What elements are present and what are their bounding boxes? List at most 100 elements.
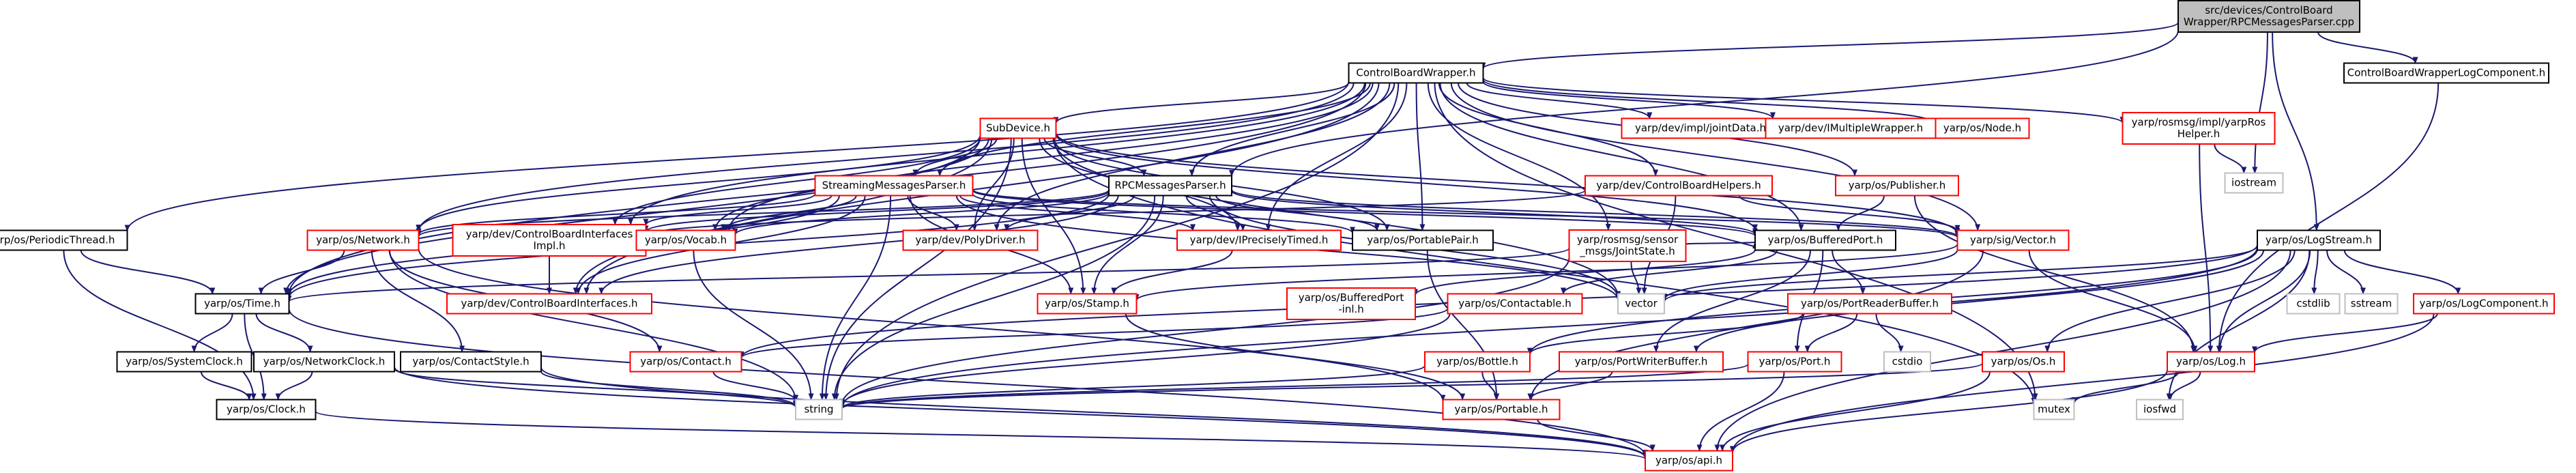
node-box: [1956, 229, 2070, 251]
node-box: [2286, 293, 2341, 315]
edge-network-to-contactstyle: [371, 250, 465, 353]
edge-subdevice-to-sigvector: [1055, 132, 1960, 235]
node-contactable[interactable]: yarp/os/Contactable.h: [1447, 293, 1583, 315]
edge-network-to-portable: [418, 248, 1446, 402]
node-label: yarp/os/api.h: [1655, 455, 1722, 467]
node-label: ControlBoardWrapper.h: [1356, 67, 1475, 79]
edge-root-to-iostream: [2252, 31, 2268, 174]
node-label: sstream: [2351, 298, 2392, 310]
node-logcomponent[interactable]: yarp/os/LogComponent.h: [2413, 293, 2555, 315]
node-label: _msgs/JointState.h: [1579, 245, 1675, 258]
edge-log-to-api: [1730, 369, 2168, 453]
node-portreader[interactable]: yarp/os/PortReaderBuffer.h: [1787, 293, 1952, 315]
node-clock[interactable]: yarp/os/Clock.h: [216, 399, 317, 420]
node-label: yarp/dev/ControlBoardInterfaces: [466, 228, 633, 240]
node-time[interactable]: yarp/os/Time.h: [194, 293, 290, 315]
node-cbi[interactable]: yarp/dev/ControlBoardInterfaces.h: [446, 293, 652, 315]
edge-streamingparser-to-bufferedport: [972, 189, 1758, 237]
edge-rpcparser-to-string: [831, 195, 1156, 401]
node-cbhelpers[interactable]: yarp/dev/ControlBoardHelpers.h: [1584, 175, 1773, 197]
edge-cbw-to-sigvector: [1450, 83, 1981, 231]
node-box: [1787, 293, 1952, 315]
node-box: [2224, 172, 2284, 194]
node-box: [1559, 351, 1724, 373]
node-box: [1108, 175, 1232, 197]
node-box: [1584, 175, 1773, 197]
edge-streamingparser-to-string: [819, 195, 892, 401]
node-label: RPCMessagesParser.h: [1114, 180, 1226, 192]
edge-logstream-to-portwriter: [1693, 250, 2265, 353]
node-box: [1037, 293, 1138, 315]
node-label: -inl.h: [1338, 303, 1364, 315]
node-periodicthread[interactable]: yarp/os/PeriodicThread.h: [0, 229, 128, 251]
node-api[interactable]: yarp/os/api.h: [1645, 450, 1733, 472]
edge-rpcparser-to-bufferedport: [1231, 190, 1758, 235]
node-os[interactable]: yarp/os/Os.h: [1982, 351, 2065, 373]
edge-logstream-to-iosfwd: [2166, 250, 2311, 401]
node-systemclock[interactable]: yarp/os/SystemClock.h: [116, 351, 252, 373]
edge-systemclock-to-clock: [200, 371, 252, 401]
node-label: SubDevice.h: [986, 122, 1050, 134]
node-box: [446, 293, 652, 315]
node-label: yarp/os/Network.h: [316, 234, 410, 246]
node-label: yarp/dev/IMultipleWrapper.h: [1778, 122, 1923, 134]
node-cbwlog[interactable]: ControlBoardWrapperLogComponent.h: [2343, 62, 2549, 84]
node-bufferedport[interactable]: yarp/os/BufferedPort.h: [1754, 229, 1896, 251]
edge-contactstyle-to-string: [540, 371, 798, 407]
node-vocab[interactable]: yarp/os/Vocab.h: [635, 229, 736, 251]
edge-cbhelpers-to-cbiimpl: [643, 189, 1586, 237]
node-polydriver[interactable]: yarp/dev/PolyDriver.h: [902, 229, 1039, 251]
node-node[interactable]: yarp/os/Node.h: [1935, 117, 2030, 139]
node-streamingparser[interactable]: StreamingMessagesParser.h: [814, 175, 974, 197]
edge-periodicthread-to-time: [80, 250, 216, 295]
edge-log-to-iosfwd: [2167, 371, 2201, 401]
node-rpcparser[interactable]: RPCMessagesParser.h: [1108, 175, 1232, 197]
edge-streamingparser-to-sigvector: [972, 188, 1960, 239]
node-iprecisely[interactable]: yarp/dev/IPreciselyTimed.h: [1176, 229, 1342, 251]
edge-cbw-to-mutex: [1434, 83, 2038, 401]
node-network[interactable]: yarp/os/Network.h: [306, 229, 420, 251]
node-networkclock[interactable]: yarp/os/NetworkClock.h: [253, 351, 395, 373]
node-log[interactable]: yarp/os/Log.h: [2167, 351, 2255, 373]
node-portablepair[interactable]: yarp/os/PortablePair.h: [1352, 229, 1494, 251]
node-imultiple[interactable]: yarp/dev/IMultipleWrapper.h: [1765, 117, 1937, 139]
edge-jointstate-to-bufferedport: [1685, 241, 1758, 249]
node-portwriter[interactable]: yarp/os/PortWriterBuffer.h: [1559, 351, 1724, 373]
node-bottle[interactable]: yarp/os/Bottle.h: [1424, 351, 1531, 373]
node-portable[interactable]: yarp/os/Portable.h: [1442, 399, 1561, 420]
edge-rpcparser-to-portablepair: [1215, 195, 1380, 231]
node-string: string: [795, 399, 843, 420]
edge-portablepair-to-portable: [1426, 250, 1500, 401]
node-box: [306, 229, 420, 251]
node-label: yarp/os/Node.h: [1943, 122, 2021, 134]
edge-streamingparser-to-cbiimpl: [643, 195, 833, 226]
node-subdevice[interactable]: SubDevice.h: [979, 117, 1057, 139]
node-sigvector[interactable]: yarp/sig/Vector.h: [1956, 229, 2070, 251]
edge-networkclock-to-string: [394, 368, 798, 408]
node-box: [1645, 450, 1733, 472]
node-publisher[interactable]: yarp/os/Publisher.h: [1835, 175, 1959, 197]
node-bpinl[interactable]: yarp/os/BufferedPort-inl.h: [1286, 287, 1416, 320]
edge-publisher-to-log: [1913, 195, 2197, 353]
node-label: yarp/dev/impl/jointData.h: [1635, 122, 1766, 134]
node-contact[interactable]: yarp/os/Contact.h: [629, 351, 742, 373]
node-cstdio: cstdio: [1883, 351, 1931, 373]
node-box: [1424, 351, 1531, 373]
edge-logstream-to-string: [839, 247, 2258, 408]
node-stamp[interactable]: yarp/os/Stamp.h: [1037, 293, 1138, 315]
node-label: yarp/os/BufferedPort.h: [1768, 234, 1883, 246]
edge-iprecisely-to-stamp: [1111, 250, 1233, 295]
node-jointdata[interactable]: yarp/dev/impl/jointData.h: [1621, 117, 1780, 139]
node-jointstate[interactable]: yarp/rosmsg/sensor_msgs/JointState.h: [1568, 229, 1687, 262]
node-vector: vector: [1617, 293, 1665, 315]
node-contactstyle[interactable]: yarp/os/ContactStyle.h: [400, 351, 542, 373]
node-label: yarp/os/Contact.h: [640, 356, 732, 368]
edge-subdevice-to-string: [823, 138, 1012, 401]
edge-bottle-to-string: [839, 364, 1426, 409]
node-cbw[interactable]: ControlBoardWrapper.h: [1348, 62, 1484, 84]
node-logstream[interactable]: yarp/os/LogStream.h: [2257, 229, 2381, 251]
node-box: [1835, 175, 1959, 197]
node-port[interactable]: yarp/os/Port.h: [1747, 351, 1842, 373]
